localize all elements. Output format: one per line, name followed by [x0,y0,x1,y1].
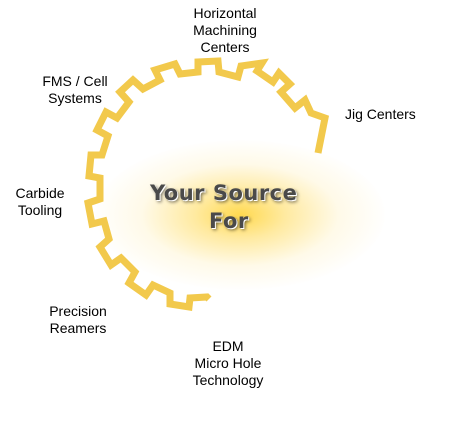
label-horizontal-machining-centers: Horizontal Machining Centers [193,5,257,55]
label-precision-reamers: Precision Reamers [49,303,107,336]
label-jig-centers: Jig Centers [345,106,416,122]
label-fms-cell-systems: FMS / Cell Systems [42,73,108,106]
label-edm-micro-hole: EDM Micro Hole Technology [192,338,264,388]
center-title-line2: For [209,209,249,233]
center-glow [95,140,385,290]
label-carbide-tooling: Carbide Tooling [15,185,65,218]
center-title-line1: Your Source [150,181,298,205]
gear-teeth-outline [83,57,330,312]
